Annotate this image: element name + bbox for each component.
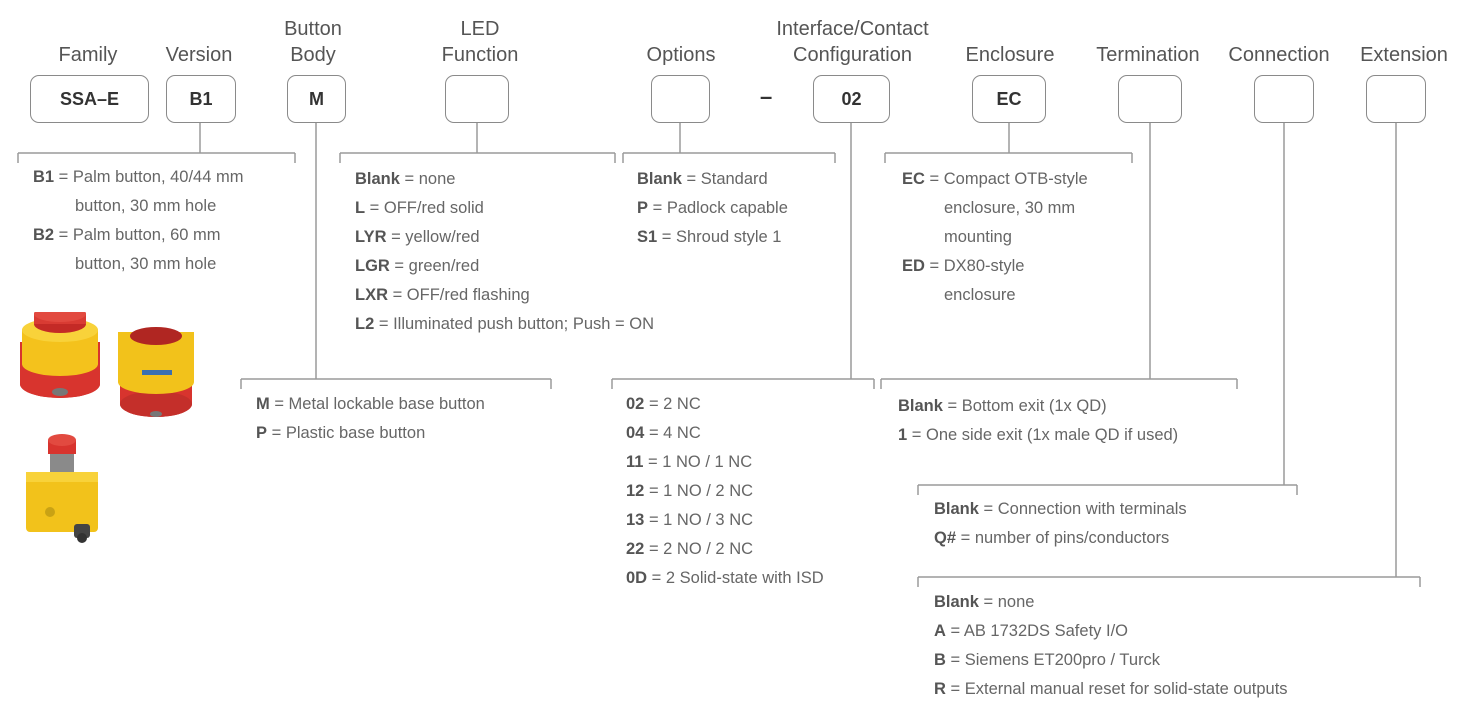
shrouded-button-unit-image (118, 327, 194, 417)
header-connection: Connection (1228, 44, 1330, 66)
led-function-box (445, 75, 509, 123)
enclosure-descriptions: EC = Compact OTB-style enclosure, 30 mm … (902, 170, 1088, 304)
options-box (651, 75, 710, 123)
separator-dash: – (760, 84, 773, 109)
led-function-descriptions: Blank = none L = OFF/red solid LYR = yel… (355, 170, 655, 333)
extension-box (1366, 75, 1426, 123)
interface-descriptions: 02 = 2 NC 04 = 4 NC 11 = 1 NO / 1 NC 12 … (626, 395, 824, 587)
interface-box: 02 (813, 75, 890, 123)
enclosure-box: EC (972, 75, 1046, 123)
options-descriptions: Blank = Standard P = Padlock capable S1 … (637, 170, 788, 246)
button-body-box: M (287, 75, 346, 123)
version-box: B1 (166, 75, 236, 123)
connection-descriptions: Blank = Connection with terminals Q# = n… (934, 500, 1187, 547)
header-family: Family (58, 44, 118, 66)
family-box: SSA–E (30, 75, 149, 123)
connection-box (1254, 75, 1314, 123)
header-version: Version (165, 44, 233, 66)
version-descriptions: B1 = Palm button, 40/44 mm button, 30 mm… (33, 168, 244, 273)
header-enclosure: Enclosure (965, 44, 1055, 66)
termination-descriptions: Blank = Bottom exit (1x QD) 1 = One side… (898, 397, 1179, 444)
enclosure-unit-image (26, 434, 98, 543)
button-body-descriptions: M = Metal lockable base button P = Plast… (256, 395, 485, 442)
header-termination: Termination (1096, 44, 1200, 66)
header-options: Options (646, 44, 716, 66)
extension-descriptions: Blank = none A = AB 1732DS Safety I/O B … (934, 593, 1288, 698)
palm-button-unit-image (20, 312, 100, 398)
termination-box (1118, 75, 1182, 123)
header-extension: Extension (1360, 44, 1448, 66)
product-photos (20, 312, 194, 543)
